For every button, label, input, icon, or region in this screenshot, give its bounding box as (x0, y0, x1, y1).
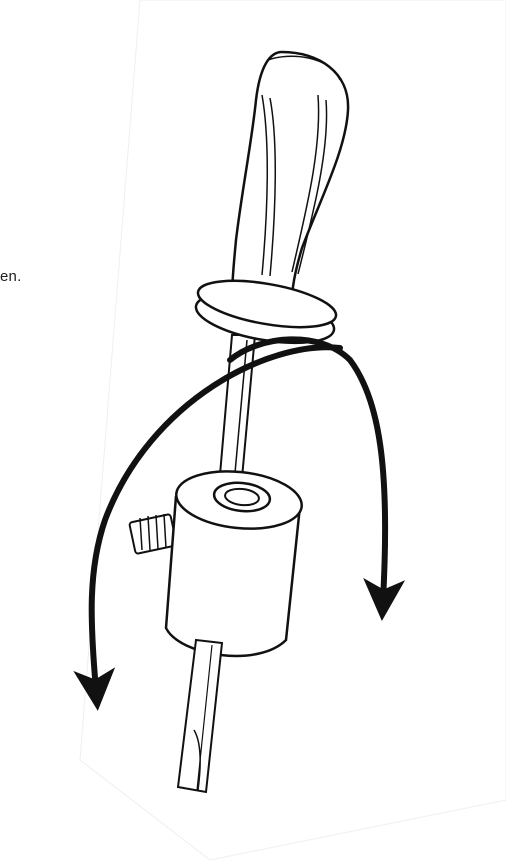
rotation-arrow-left-icon (73, 344, 343, 711)
rotation-arrow-right-icon (227, 336, 406, 621)
set-screw-icon (128, 513, 178, 555)
clamp-block-icon (164, 470, 303, 658)
screwdriver-handle (194, 50, 350, 345)
caption-fragment: en. (0, 268, 22, 285)
rotation-arrows (73, 336, 406, 711)
screwdriver-tip (176, 638, 224, 794)
